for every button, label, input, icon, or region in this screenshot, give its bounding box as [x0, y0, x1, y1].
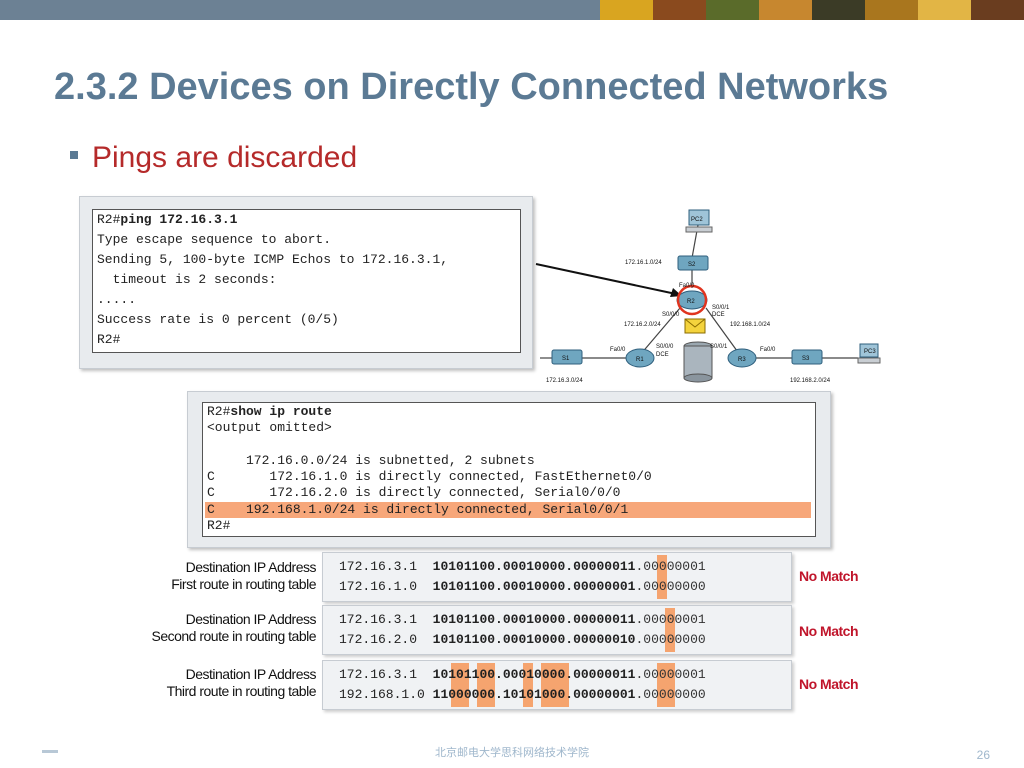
switch-s1-icon [551, 349, 583, 365]
ping-console-window: R2#ping 172.16.3.1 Type escape sequence … [79, 196, 533, 369]
pc2-label: PC2 [691, 217, 703, 223]
binary-comparison-box: 172.16.3.1 10101100.00010000.00000011.00… [322, 660, 792, 710]
destination-row: 172.16.3.1 10101100.00010000.00000011.00… [339, 559, 706, 574]
s2-label: S2 [688, 262, 696, 268]
console-line: Type escape sequence to abort. [97, 232, 332, 247]
console-line: 172.16.0.0/24 is subnetted, 2 subnets [207, 452, 535, 468]
pc3-icon [857, 343, 881, 364]
envelope-icon [684, 318, 706, 334]
destination-row: 172.16.3.1 10101100.00010000.00000011.00… [339, 667, 706, 682]
r1-s000-label: S0/0/0 [656, 344, 674, 350]
s1-label: S1 [562, 356, 570, 362]
router-r1-icon [625, 348, 655, 368]
mismatch-highlight [657, 555, 667, 599]
bullet-item: Pings are discarded [70, 141, 357, 175]
footer-text: 北京邮电大学思科网络技术学院 [435, 747, 589, 759]
comparison-rows: 172.16.3.1 10101100.00010000.00000011.00… [327, 664, 785, 706]
console-line: ..... [97, 292, 137, 307]
console-line: R2# [97, 332, 121, 347]
route-row: 172.16.2.0 10101100.00010000.00000010.00… [339, 632, 706, 647]
r3-lan-network-label: 192.168.2.0/24 [790, 378, 831, 384]
r1-dce-label: DCE [656, 352, 669, 358]
binary-comparison-box: 172.16.3.1 10101100.00010000.00000011.00… [322, 605, 792, 655]
route-label: First route in routing table [171, 576, 316, 592]
r3-s001-label: S0/0/1 [710, 344, 728, 350]
trash-bin-icon [683, 341, 713, 383]
pc2-icon [685, 209, 713, 233]
switch-s3-icon [791, 349, 823, 365]
console-line: C 172.16.2.0 is directly connected, Seri… [207, 485, 621, 501]
r2-s000-label: S0/0/0 [662, 312, 680, 318]
mismatch-highlight [657, 663, 675, 707]
r1-fa00-label: Fa0/0 [610, 347, 626, 353]
mismatch-highlight [665, 608, 675, 652]
mismatch-highlight [451, 663, 469, 707]
r2-label: R2 [687, 299, 695, 305]
console-line: R2#ping 172.16.3.1 [97, 212, 238, 227]
console-line: timeout is 2 seconds: [97, 272, 277, 287]
switch-s2-icon [677, 255, 709, 271]
console-line: Success rate is 0 percent (0/5) [97, 312, 339, 327]
top-banner-photo-strip [600, 0, 1024, 20]
mismatch-highlight [523, 663, 533, 707]
no-match-result: No Match [799, 676, 859, 692]
console-line: R2# [207, 518, 231, 534]
r3-fa00-label: Fa0/0 [760, 347, 776, 353]
footer-logo [42, 750, 58, 753]
r2-r3-network-label: 192.168.1.0/24 [730, 322, 771, 328]
r1-lan-network-label: 172.16.3.0/24 [546, 378, 583, 384]
destination-row: 172.16.3.1 10101100.00010000.00000011.00… [339, 612, 706, 627]
ping-console-output: R2#ping 172.16.3.1 Type escape sequence … [92, 209, 521, 353]
r1-label: R1 [636, 357, 644, 363]
console-line: C 172.16.1.0 is directly connected, Fast… [207, 469, 652, 485]
router-r3-icon [727, 348, 757, 368]
comparison-rows: 172.16.3.1 10101100.00010000.00000011.00… [327, 609, 785, 651]
no-match-result: No Match [799, 623, 859, 639]
binary-comparison-box: 172.16.3.1 10101100.00010000.00000011.00… [322, 552, 792, 602]
console-line: <output omitted> [207, 420, 332, 436]
s3-label: S3 [802, 356, 810, 362]
console-line: Sending 5, 100-byte ICMP Echos to 172.16… [97, 252, 449, 267]
bullet-square-icon [70, 151, 78, 160]
mismatch-highlight [541, 663, 569, 707]
r2-fa00-label: Fa0/0 [679, 283, 695, 289]
r2-lan-network-label: 172.16.1.0/24 [625, 260, 662, 266]
console-line [205, 437, 811, 453]
destination-label: Destination IP Address [185, 559, 317, 575]
slide-title: 2.3.2 Devices on Directly Connected Netw… [54, 66, 889, 108]
console-line: R2#show ip route [207, 404, 332, 419]
route-console-window: R2#show ip route <output omitted> 172.16… [187, 391, 831, 548]
route-console-output: R2#show ip route <output omitted> 172.16… [202, 402, 816, 537]
destination-label: Destination IP Address [185, 611, 317, 627]
route-row: 172.16.1.0 10101100.00010000.00000001.00… [339, 579, 706, 594]
r3-label: R3 [738, 357, 746, 363]
pc3-label: PC3 [864, 349, 876, 355]
destination-label: Destination IP Address [185, 666, 317, 682]
no-match-result: No Match [799, 568, 859, 584]
r2-s001-label: S0/0/1 [712, 305, 730, 311]
page-number: 26 [976, 748, 990, 762]
comparison-rows: 172.16.3.1 10101100.00010000.00000011.00… [327, 556, 785, 598]
router-r2-icon [676, 284, 708, 316]
r2-dce-label: DCE [712, 312, 725, 318]
mismatch-highlight [477, 663, 495, 707]
network-topology-diagram: PC2 S2 R2 172.16.1.0/24 Fa0/0 S0/0/1 DCE… [540, 209, 881, 384]
r1-r2-network-label: 172.16.2.0/24 [624, 322, 661, 328]
console-line-highlighted: C 192.168.1.0/24 is directly connected, … [205, 501, 811, 519]
route-label: Third route in routing table [166, 683, 317, 699]
route-row: 192.168.1.0 11000000.10101000.00000001.0… [339, 687, 706, 702]
bullet-text: Pings are discarded [92, 141, 358, 174]
route-label: Second route in routing table [151, 628, 316, 644]
